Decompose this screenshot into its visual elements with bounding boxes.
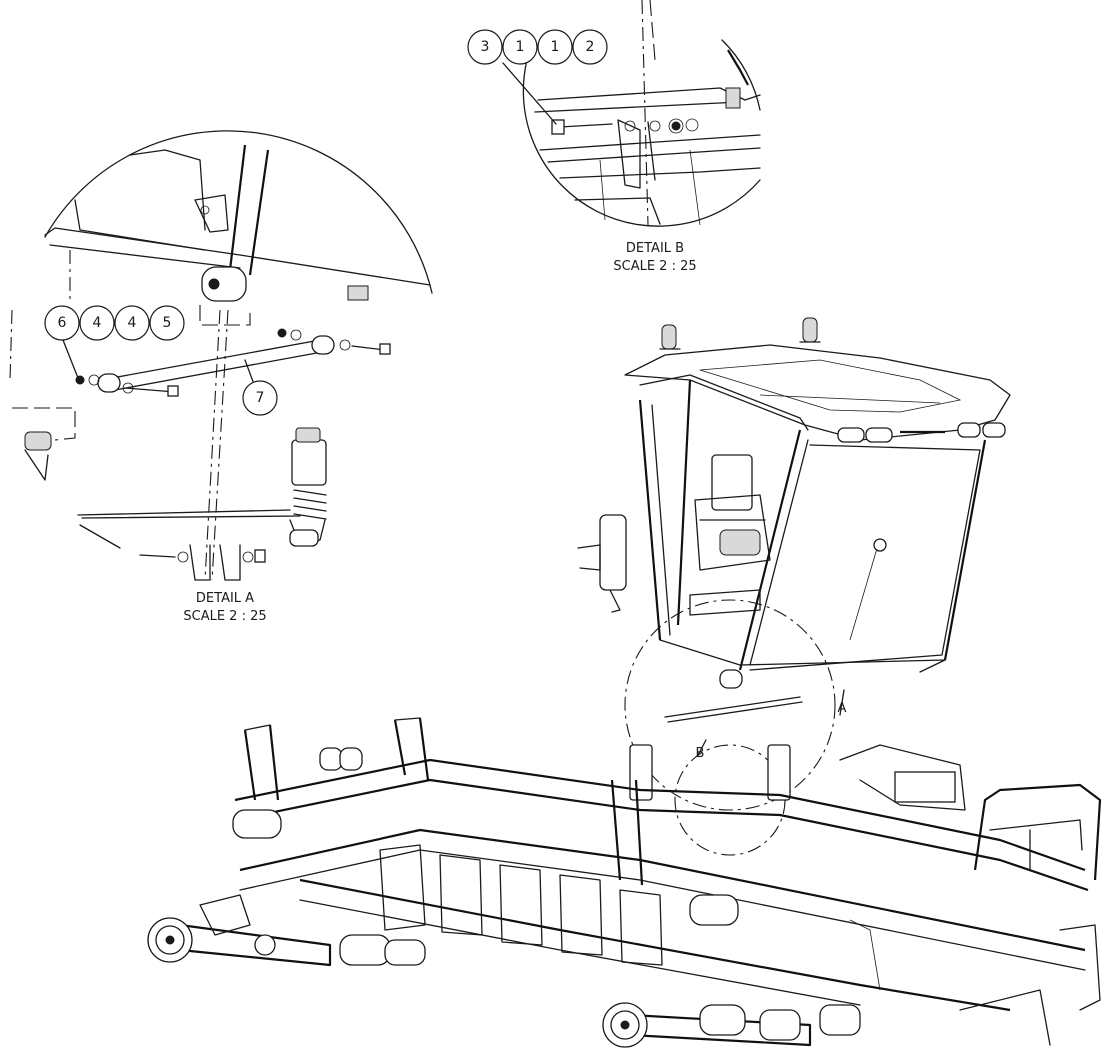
detail-a-balloon-7 xyxy=(242,380,278,416)
detail-a-balloon-4b xyxy=(114,305,150,341)
detail-b-balloon-text-2: 1 xyxy=(551,39,560,55)
detail-b-balloon-text-3: 2 xyxy=(586,39,595,55)
detail-b-balloon-3 xyxy=(467,29,503,65)
detail-a-balloon-text-rod: 7 xyxy=(256,390,265,406)
detail-b-balloon-1a xyxy=(502,29,538,65)
detail-b-balloon-text-0: 3 xyxy=(481,39,490,55)
detail-b-balloon-text-1: 1 xyxy=(516,39,525,55)
detail-a-callout-circle xyxy=(624,599,836,811)
detail-a-balloon-text-1: 4 xyxy=(93,315,102,331)
callout-a-label: A xyxy=(838,701,847,716)
detail-b-balloon-1b xyxy=(537,29,573,65)
detail-a-balloon-text-3: 5 xyxy=(163,315,172,331)
detail-a-scale: SCALE 2 : 25 xyxy=(183,609,266,624)
detail-b-scale: SCALE 2 : 25 xyxy=(613,259,696,274)
detail-a-balloon-text-2: 4 xyxy=(128,315,137,331)
detail-a-view: 6 4 4 5 7 DETAIL A SCALE 2 : 25 xyxy=(9,130,433,624)
detail-a-balloon-5 xyxy=(149,305,185,341)
detail-b-balloon-2 xyxy=(572,29,608,65)
detail-b-title: DETAIL B xyxy=(626,241,684,256)
callout-b-label: B xyxy=(696,746,705,761)
detail-a-title: DETAIL A xyxy=(196,591,254,606)
detail-a-balloon-6 xyxy=(44,305,80,341)
detail-b-view: 3 1 1 2 DETAIL B SCALE 2 : 25 xyxy=(467,0,761,274)
main-assembly-view: A B xyxy=(147,317,1102,1048)
detail-a-balloon-4a xyxy=(79,305,115,341)
detail-a-balloon-text-0: 6 xyxy=(58,315,67,331)
